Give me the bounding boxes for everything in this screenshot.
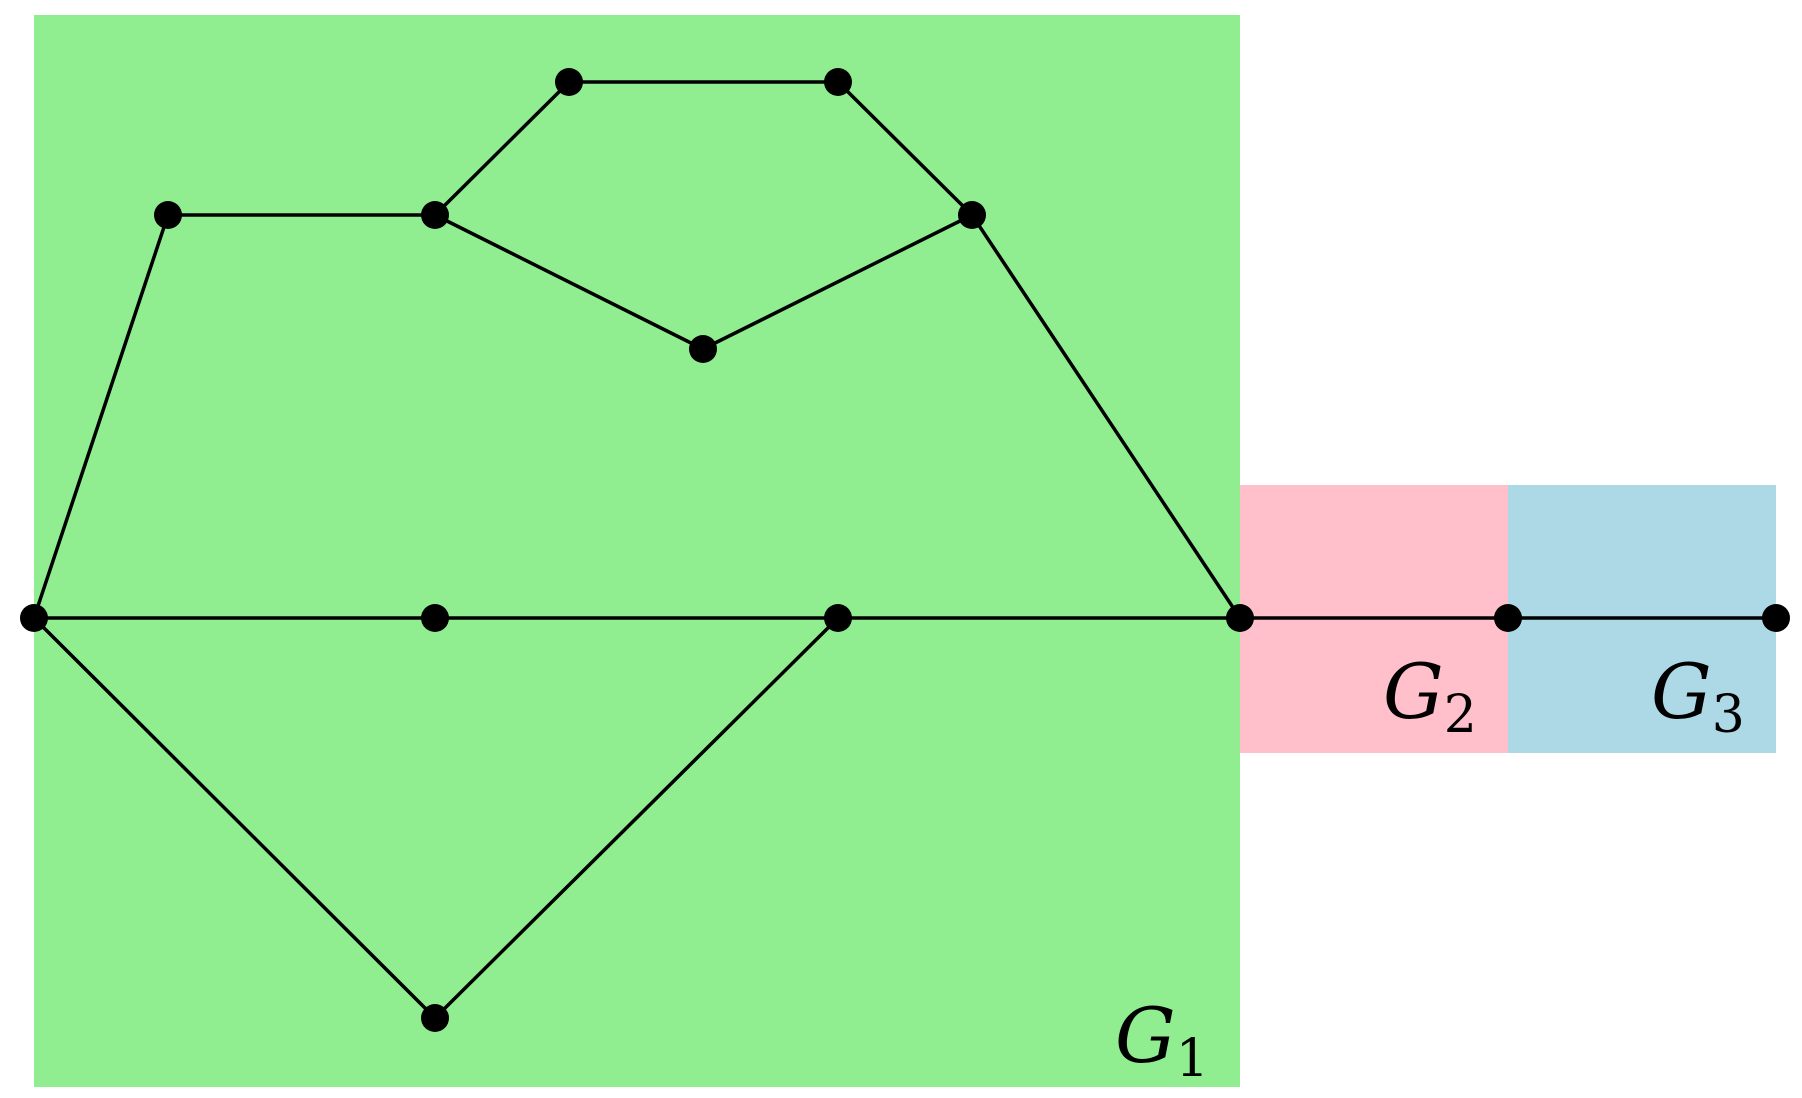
edge-v7-v6 — [701, 213, 974, 351]
edge-v3-v4 — [433, 80, 571, 217]
region-g1-label: G1 — [1115, 991, 1209, 1089]
region-g2-letter: G — [1383, 647, 1444, 736]
vertex-v7 — [689, 335, 717, 363]
vertex-v9 — [824, 604, 852, 632]
graph-vertices — [20, 68, 1790, 1032]
vertex-v11 — [1226, 604, 1254, 632]
region-g1-letter: G — [1115, 991, 1176, 1080]
vertex-v8 — [421, 604, 449, 632]
region-g3-label: G3 — [1651, 647, 1745, 745]
vertex-v2 — [154, 201, 182, 229]
vertex-v10 — [421, 1004, 449, 1032]
region-g2-subscript: 2 — [1444, 685, 1477, 745]
vertex-v13 — [1762, 604, 1790, 632]
edge-v6-v11 — [970, 213, 1242, 620]
region-g3-letter: G — [1651, 647, 1712, 736]
vertex-v6 — [958, 201, 986, 229]
vertex-v5 — [824, 68, 852, 96]
edge-v3-v7 — [433, 213, 705, 351]
vertex-v12 — [1494, 604, 1522, 632]
graph-edges — [32, 80, 1778, 1020]
region-g1-subscript: 1 — [1176, 1029, 1209, 1089]
region-g1-box — [34, 15, 1240, 1087]
edge-v1-v10 — [32, 616, 437, 1020]
edge-v5-v6 — [836, 80, 974, 217]
region-g3-subscript: 3 — [1712, 685, 1745, 745]
edge-v10-v9 — [433, 616, 840, 1020]
vertex-v4 — [555, 68, 583, 96]
vertex-v3 — [421, 201, 449, 229]
edge-v1-v2 — [32, 213, 170, 620]
region-g2-label: G2 — [1383, 647, 1477, 745]
vertex-v1 — [20, 604, 48, 632]
